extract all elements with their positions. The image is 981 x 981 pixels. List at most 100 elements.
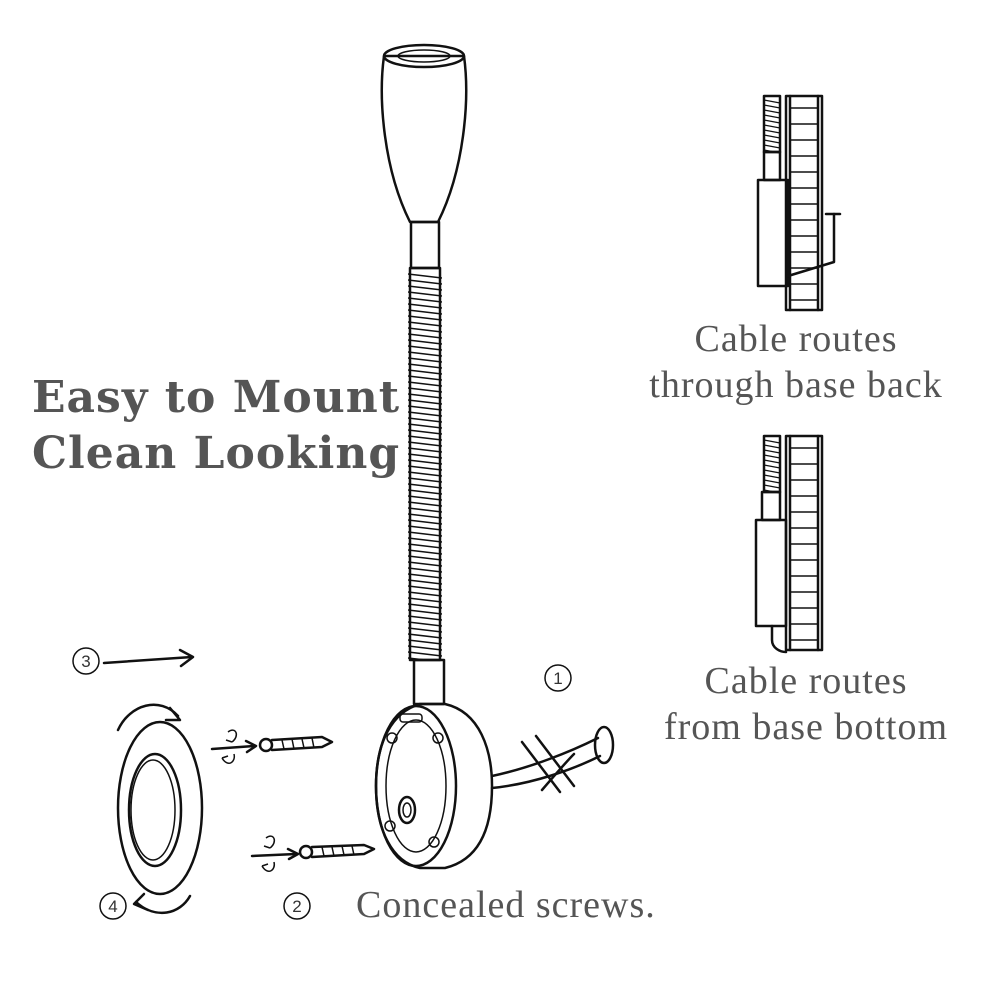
gooseneck-rib xyxy=(408,537,442,543)
gooseneck-rib xyxy=(408,645,442,651)
gooseneck-rib xyxy=(408,279,442,285)
gooseneck-rib xyxy=(408,525,442,531)
caption-cable-back: Cable routes through base back xyxy=(620,316,972,408)
lamp-base xyxy=(374,658,615,870)
gooseneck-rib xyxy=(408,315,442,321)
caption-cable-bottom: Cable routes from base bottom xyxy=(632,658,980,750)
stub-rib xyxy=(763,464,781,469)
gooseneck-rib xyxy=(408,375,442,381)
stub-rib xyxy=(763,439,781,444)
gooseneck-rib xyxy=(408,639,442,645)
gooseneck-rib xyxy=(408,351,442,357)
gooseneck-rib xyxy=(408,321,442,327)
svg-text:4: 4 xyxy=(108,897,117,916)
stub-rib xyxy=(763,484,781,489)
gooseneck-arm xyxy=(408,266,442,662)
gooseneck-rib xyxy=(408,513,442,519)
gooseneck-rib xyxy=(408,369,442,375)
gooseneck-rib xyxy=(408,327,442,333)
gooseneck-rib xyxy=(408,555,442,561)
gooseneck-rib xyxy=(408,345,442,351)
gooseneck-rib xyxy=(408,435,442,441)
stub-rib xyxy=(763,124,781,129)
gooseneck-rib xyxy=(408,363,442,369)
caption-cable-bottom-line-1: Cable routes xyxy=(704,660,908,702)
stub-rib xyxy=(763,469,781,474)
screw-lower xyxy=(250,835,376,872)
stub-rib xyxy=(763,139,781,144)
gooseneck-rib xyxy=(408,573,442,579)
gooseneck-rib xyxy=(408,549,442,555)
gooseneck-rib xyxy=(408,603,442,609)
gooseneck-rib xyxy=(408,471,442,477)
gooseneck-rib xyxy=(408,615,442,621)
gooseneck-rib xyxy=(408,297,442,303)
stub-rib xyxy=(763,129,781,134)
gooseneck-rib xyxy=(408,393,442,399)
stub-rib xyxy=(763,444,781,449)
caption-concealed-screws: Concealed screws. xyxy=(356,884,656,926)
gooseneck-rib xyxy=(408,339,442,345)
gooseneck-rib xyxy=(408,543,442,549)
cable-back-detail xyxy=(756,94,842,312)
gooseneck-rib xyxy=(408,597,442,603)
gooseneck-rib xyxy=(408,609,442,615)
stub-rib xyxy=(763,104,781,109)
gooseneck-rib xyxy=(408,357,442,363)
stub-rib xyxy=(763,99,781,104)
step-3-arrow xyxy=(102,655,194,665)
step-marker-3: 3 xyxy=(72,647,100,675)
gooseneck-rib xyxy=(408,561,442,567)
gooseneck-rib xyxy=(408,441,442,447)
gooseneck-rib xyxy=(408,651,442,657)
stub-rib xyxy=(763,474,781,479)
gooseneck-rib xyxy=(408,627,442,633)
gooseneck-rib xyxy=(408,501,442,507)
gooseneck-rib xyxy=(408,399,442,405)
gooseneck-rib xyxy=(408,495,442,501)
stub-rib xyxy=(763,449,781,454)
screw-upper xyxy=(210,729,334,764)
gooseneck-rib xyxy=(408,459,442,465)
gooseneck-rib xyxy=(408,411,442,417)
gooseneck-rib xyxy=(408,303,442,309)
gooseneck-rib xyxy=(408,621,442,627)
gooseneck-rib xyxy=(408,273,442,279)
stub-rib xyxy=(763,114,781,119)
gooseneck-rib xyxy=(408,387,442,393)
gooseneck-rib xyxy=(408,381,442,387)
gooseneck-rib xyxy=(408,465,442,471)
step-marker-4: 4 xyxy=(99,892,127,920)
gooseneck-rib xyxy=(408,285,442,291)
svg-text:3: 3 xyxy=(81,652,90,671)
gooseneck-rib xyxy=(408,585,442,591)
gooseneck-rib xyxy=(408,429,442,435)
gooseneck-rib xyxy=(408,309,442,315)
step-marker-2: 2 xyxy=(283,892,311,920)
gooseneck-rib xyxy=(408,657,432,660)
gooseneck-rib xyxy=(408,291,442,297)
gooseneck-rib xyxy=(408,423,442,429)
gooseneck-rib xyxy=(408,633,442,639)
svg-text:2: 2 xyxy=(292,897,301,916)
stub-rib xyxy=(763,479,781,484)
headline-line-1: Easy to Mount xyxy=(32,372,401,423)
gooseneck-rib xyxy=(408,567,442,573)
gooseneck-rib xyxy=(408,447,442,453)
svg-text:1: 1 xyxy=(553,669,562,688)
caption-cable-bottom-line-2: from base bottom xyxy=(663,706,949,748)
caption-cable-back-line-2: through base back xyxy=(649,364,943,406)
stub-rib xyxy=(763,144,781,149)
gooseneck-rib xyxy=(408,453,442,459)
caption-cable-back-line-1: Cable routes xyxy=(694,318,898,360)
gooseneck-rib xyxy=(408,489,442,495)
stub-rib xyxy=(763,454,781,459)
gooseneck-rib xyxy=(408,483,442,489)
cable-bottom-detail xyxy=(754,434,824,654)
stub-rib xyxy=(763,109,781,114)
stub-rib xyxy=(763,459,781,464)
gooseneck-rib xyxy=(408,519,442,525)
gooseneck-rib xyxy=(408,507,442,513)
gooseneck-rib xyxy=(408,477,442,483)
